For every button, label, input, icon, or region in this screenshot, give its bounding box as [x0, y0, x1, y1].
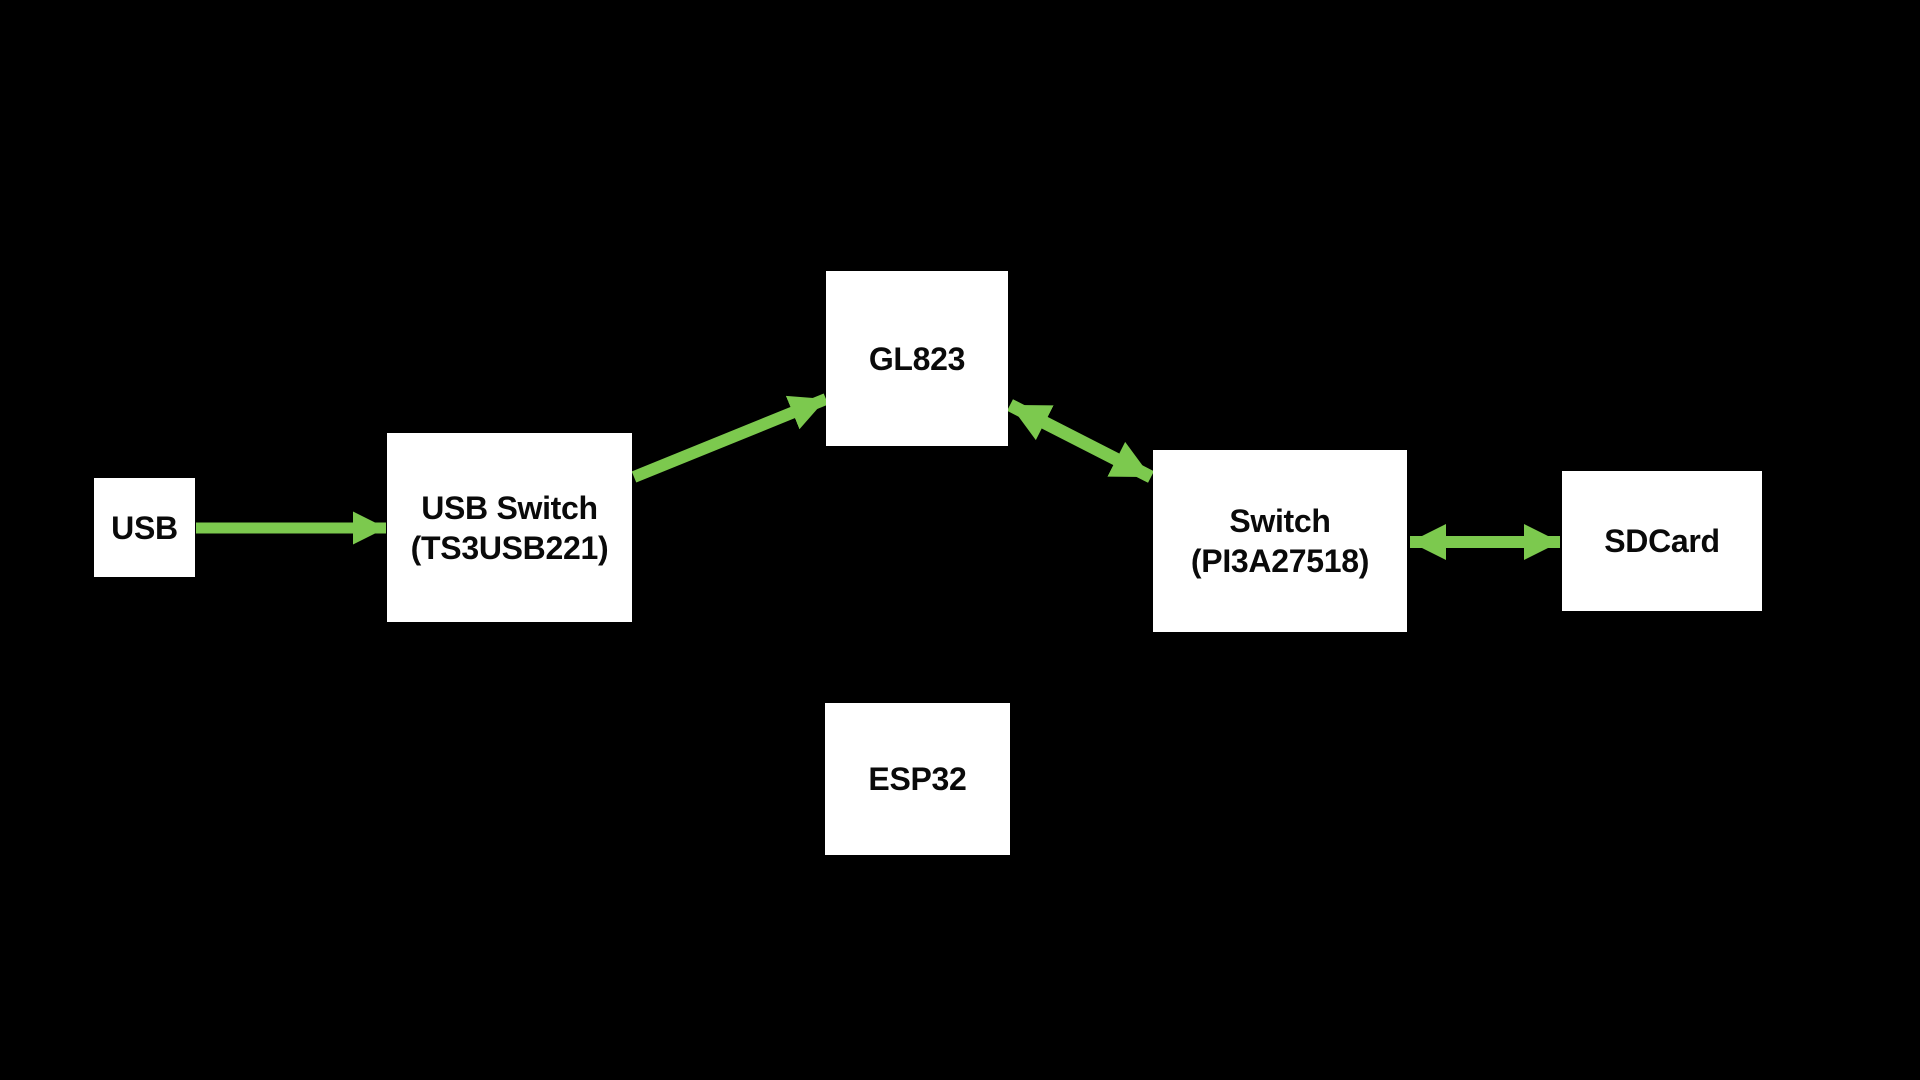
edge-gl823-to-switch-bidirectional-arrow	[1007, 399, 1154, 483]
node-esp32-label-line-1: ESP32	[868, 761, 967, 797]
node-usb-label-line-1: USB	[111, 509, 178, 546]
node-switch-label-line-2: (PI3A27518)	[1190, 543, 1370, 579]
node-sdcard: SDCard	[1562, 471, 1762, 611]
node-esp32: ESP32	[825, 703, 1010, 855]
node-usb-switch-label-line-2: (TS3USB221)	[410, 529, 609, 566]
node-sdcard-label-line-1: SDCard	[1604, 523, 1720, 559]
node-usb-switch-label-line-1: USB Switch	[421, 489, 598, 526]
node-usb: USB	[94, 478, 195, 577]
node-switch: Switch (PI3A27518)	[1153, 450, 1407, 632]
node-gl823: GL823	[826, 271, 1008, 446]
node-gl823-label-line-1: GL823	[868, 340, 966, 377]
node-usb-switch: USB Switch(TS3USB221)	[387, 433, 632, 622]
node-switch-label-line-1: Switch	[1229, 503, 1331, 539]
edge-usbswitch-to-gl823-arrow	[631, 393, 829, 483]
